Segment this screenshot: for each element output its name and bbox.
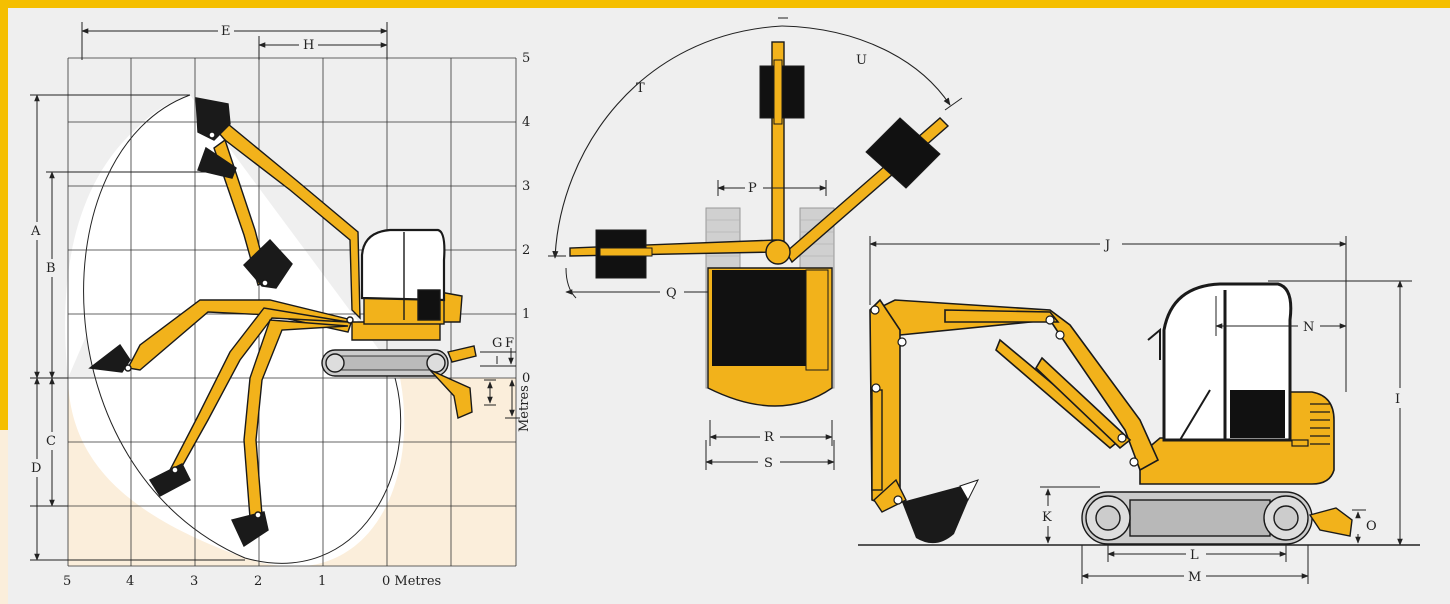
- x-tick-2: 2: [254, 574, 262, 589]
- dim-A: A: [30, 224, 41, 239]
- dim-S: S: [764, 456, 773, 471]
- dim-H: H: [303, 38, 314, 53]
- dim-G: G: [492, 336, 502, 351]
- dim-U: U: [856, 53, 867, 68]
- dim-I: I: [1395, 392, 1400, 407]
- dim-Q: Q: [666, 286, 677, 301]
- y-tick-0: 0: [522, 371, 530, 386]
- dim-L: L: [1190, 548, 1199, 563]
- y-tick-2: 2: [522, 243, 530, 258]
- y-axis-unit: Metres: [517, 385, 532, 432]
- y-tick-5: 5: [522, 51, 530, 66]
- dim-F: F: [505, 336, 514, 351]
- left-dig-zone-strip: [0, 430, 8, 604]
- reach-envelope: [83, 94, 402, 564]
- dim-J: J: [1103, 238, 1110, 253]
- dim-B: B: [46, 261, 56, 276]
- x-tick-0: 0 Metres: [382, 574, 441, 589]
- y-tick-4: 4: [522, 115, 530, 130]
- x-tick-5: 5: [63, 574, 71, 589]
- dim-C: C: [46, 434, 56, 449]
- dim-D: D: [31, 461, 41, 476]
- excavator-side-working: [88, 97, 477, 548]
- slew-top-view: T U: [548, 17, 963, 471]
- right-edge-strip: [1444, 430, 1450, 604]
- dim-M: M: [1188, 570, 1201, 585]
- dim-E: E: [221, 24, 231, 39]
- dim-K: K: [1042, 510, 1052, 525]
- dim-N: N: [1303, 320, 1314, 335]
- excavator-side-view: J I N K O L M: [858, 236, 1420, 585]
- dim-O: O: [1366, 519, 1377, 534]
- dim-R: R: [764, 430, 775, 445]
- working-range-chart: 5 4 3 2 1 0 Metres 5 4 3 2 1 0 Metres E …: [30, 22, 532, 589]
- x-tick-4: 4: [126, 574, 134, 589]
- dim-P: P: [748, 181, 757, 196]
- y-tick-1: 1: [522, 307, 530, 322]
- x-tick-3: 3: [190, 574, 198, 589]
- y-tick-3: 3: [522, 179, 530, 194]
- dim-T: T: [636, 81, 645, 96]
- x-tick-1: 1: [318, 574, 326, 589]
